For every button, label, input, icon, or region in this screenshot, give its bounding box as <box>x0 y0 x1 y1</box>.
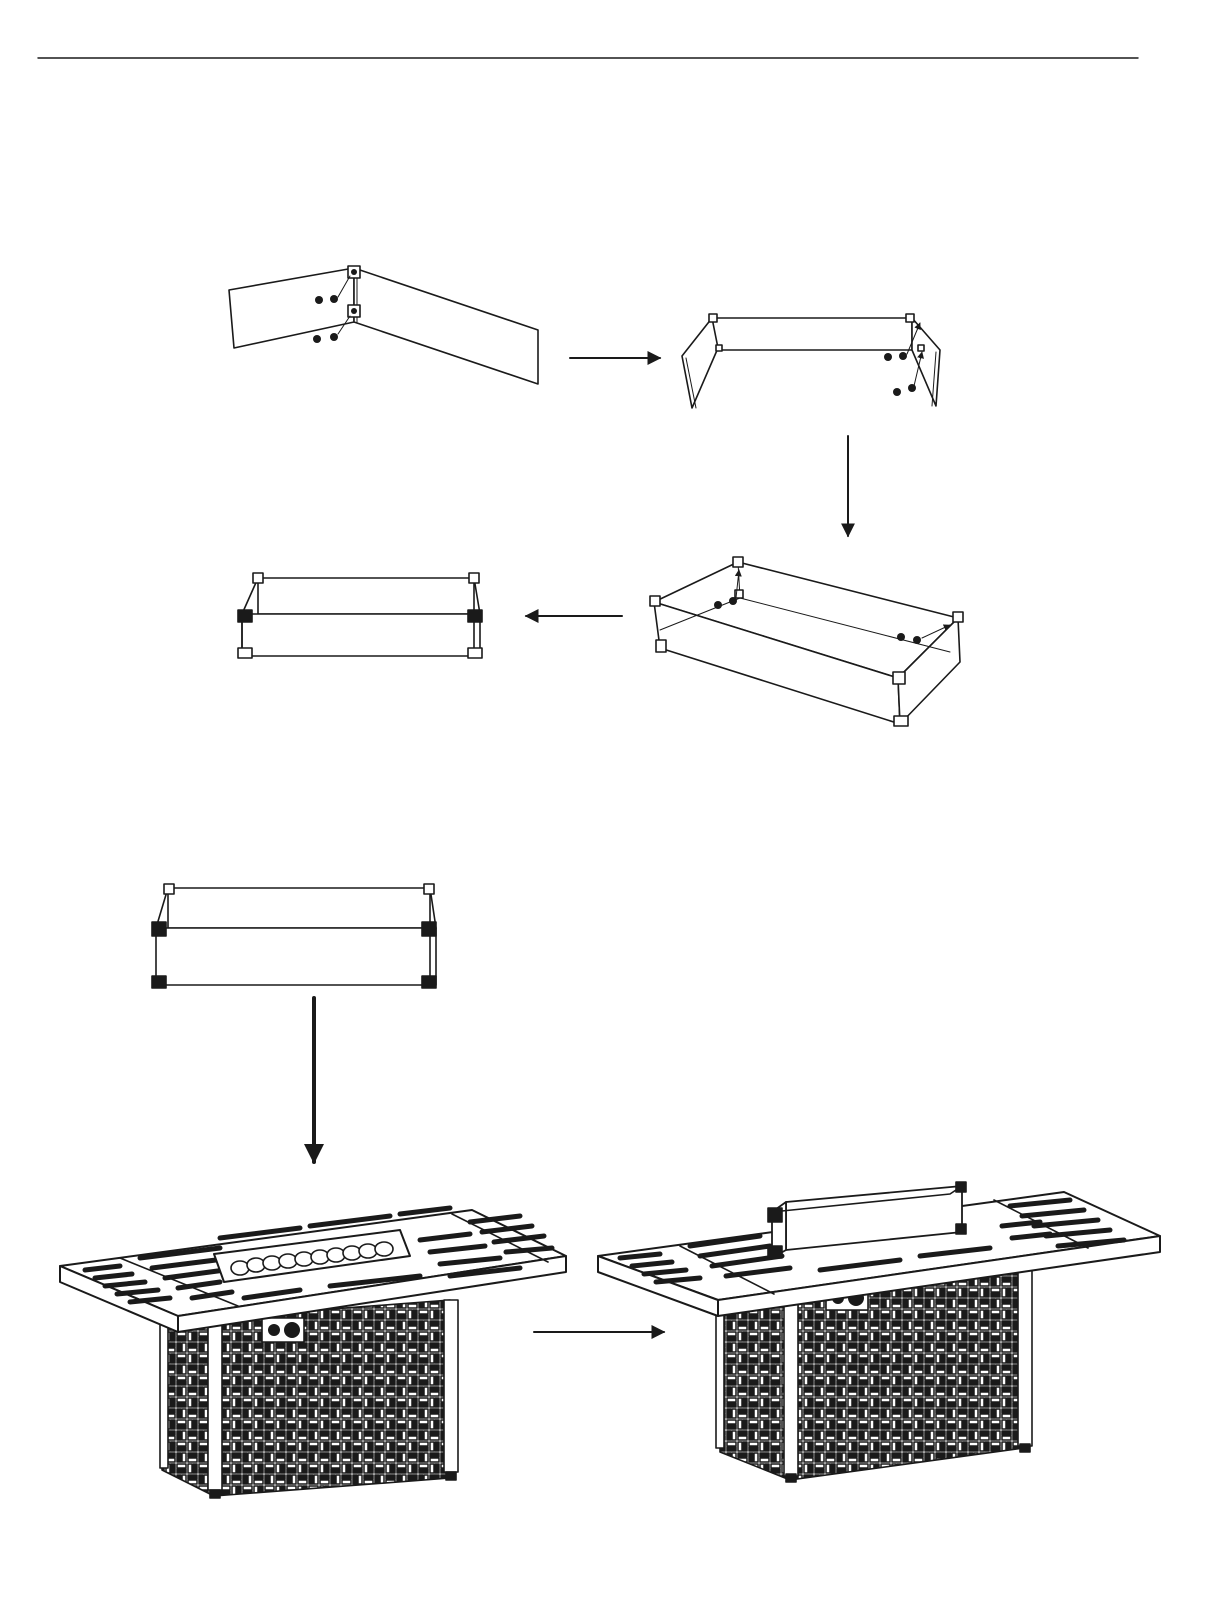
assembled-glass-wind-guard <box>238 573 482 658</box>
fourth-panel-closing-rectangle <box>650 557 963 726</box>
assembled-wind-guard-ready-to-place <box>152 884 436 988</box>
fire-pit-table-open-burner <box>60 1208 566 1498</box>
third-panel-attached-u-shape <box>682 314 940 408</box>
two-glass-panels-joined-at-corner <box>229 266 538 384</box>
nut-icon <box>884 352 916 396</box>
fire-pit-table-with-wind-guard-installed <box>598 1182 1160 1482</box>
